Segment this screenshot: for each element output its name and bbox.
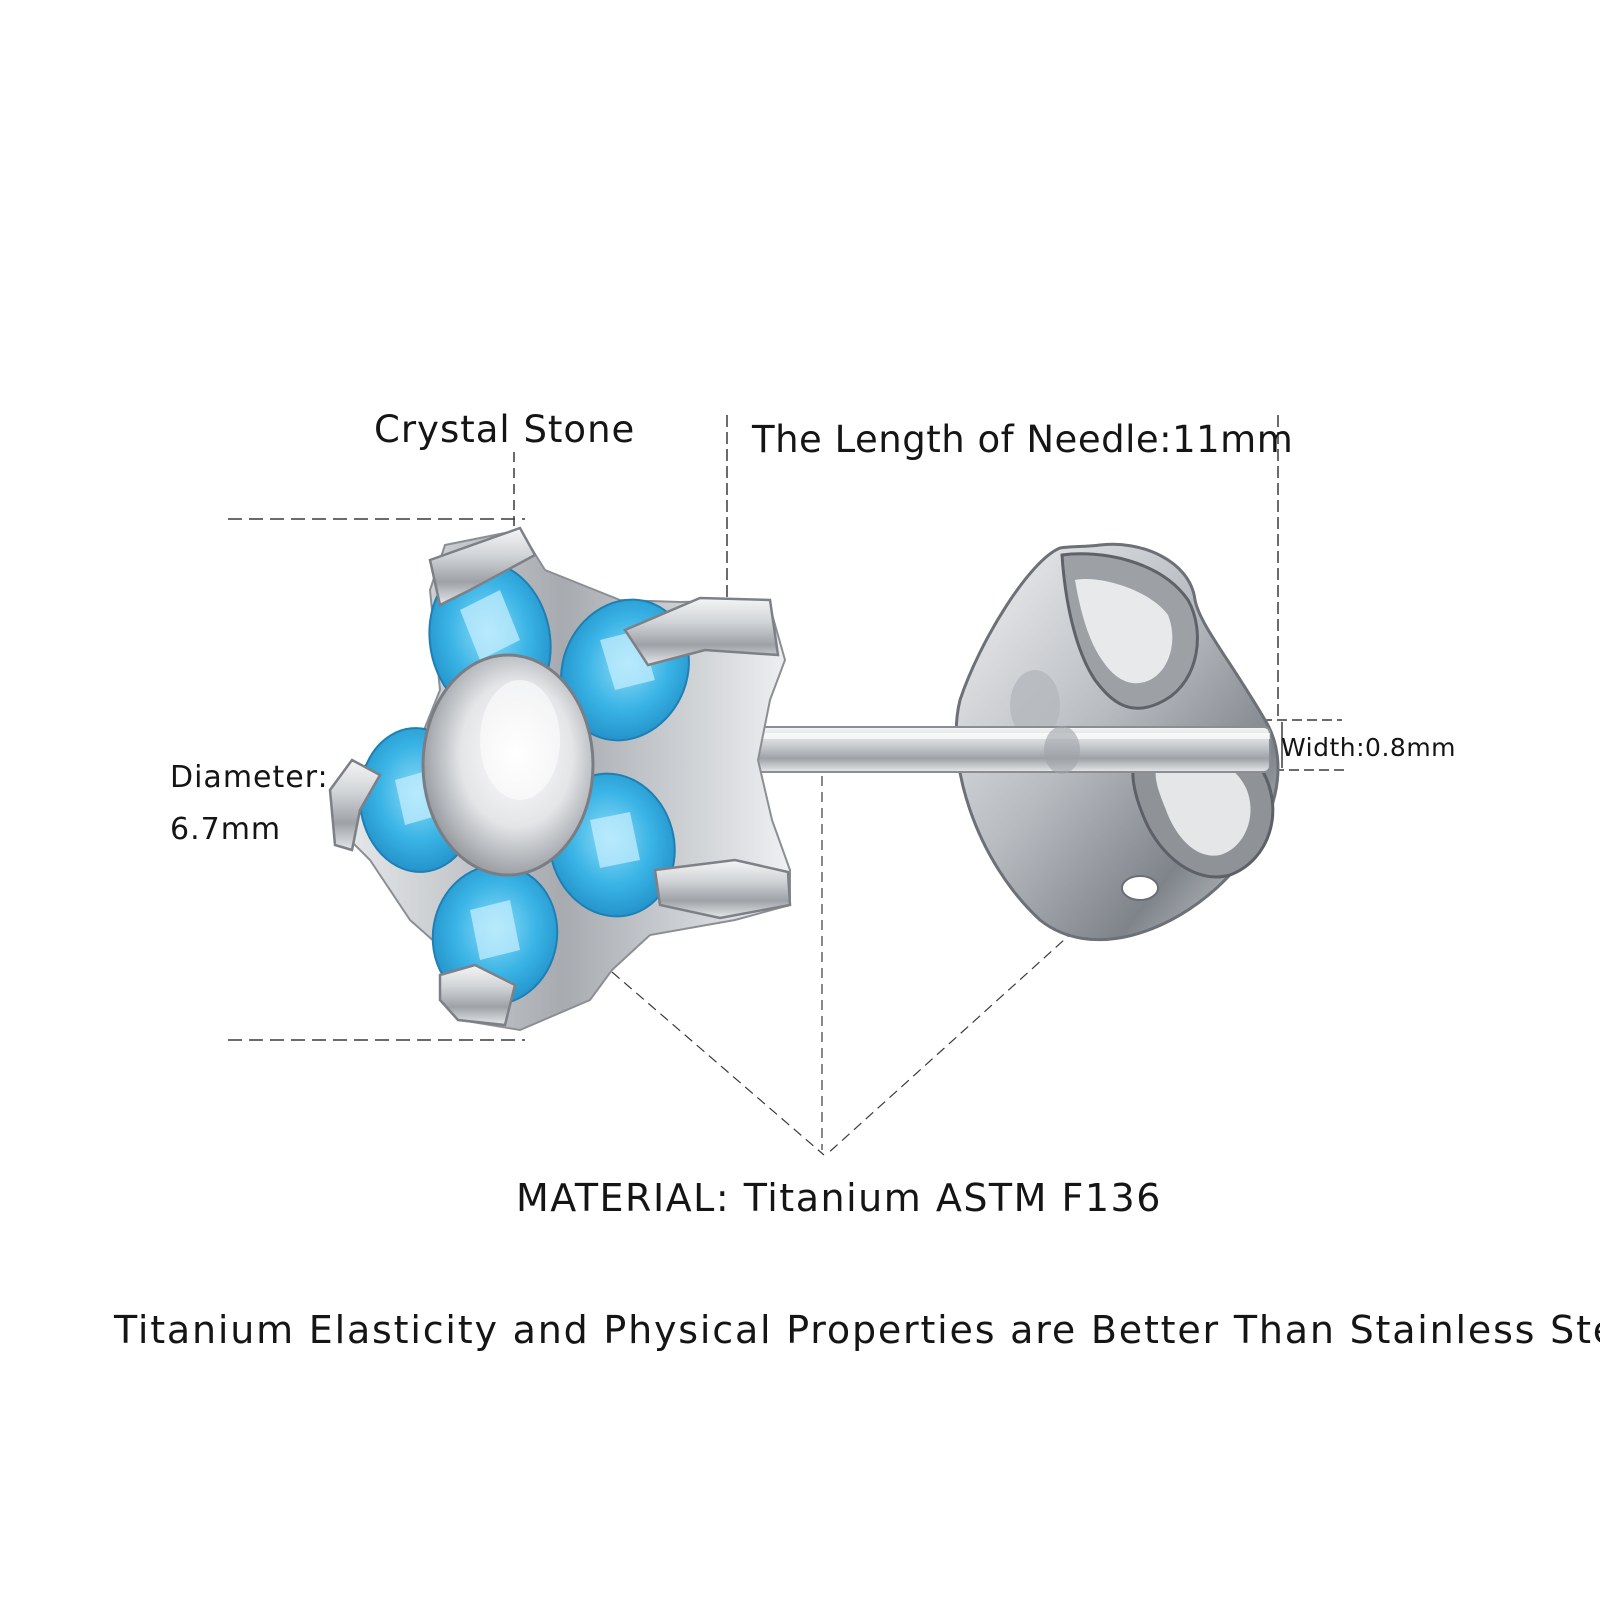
prong-bottom [438,963,517,1027]
footer-caption: Titanium Elasticity and Physical Propert… [114,1308,1600,1352]
needle [724,726,1271,774]
diameter-value-label: 6.7mm [170,812,282,847]
prong-upper-right [623,596,780,667]
material-pointer-left [611,971,825,1156]
prongs [328,526,792,1027]
prong-top [428,526,537,607]
diameter-title-label: Diameter: [170,760,329,795]
material-label: MATERIAL: Titanium ASTM F136 [516,1176,1162,1220]
prong-lower-right [653,858,792,920]
needle-length-label: The Length of Needle:11mm [752,418,1294,461]
flower-head [328,526,792,1032]
width-label: Width:0.8mm [1281,733,1457,762]
material-pointer-right [825,929,1076,1156]
prong-left [328,758,382,852]
crystal-stone-label: Crystal Stone [374,408,636,451]
